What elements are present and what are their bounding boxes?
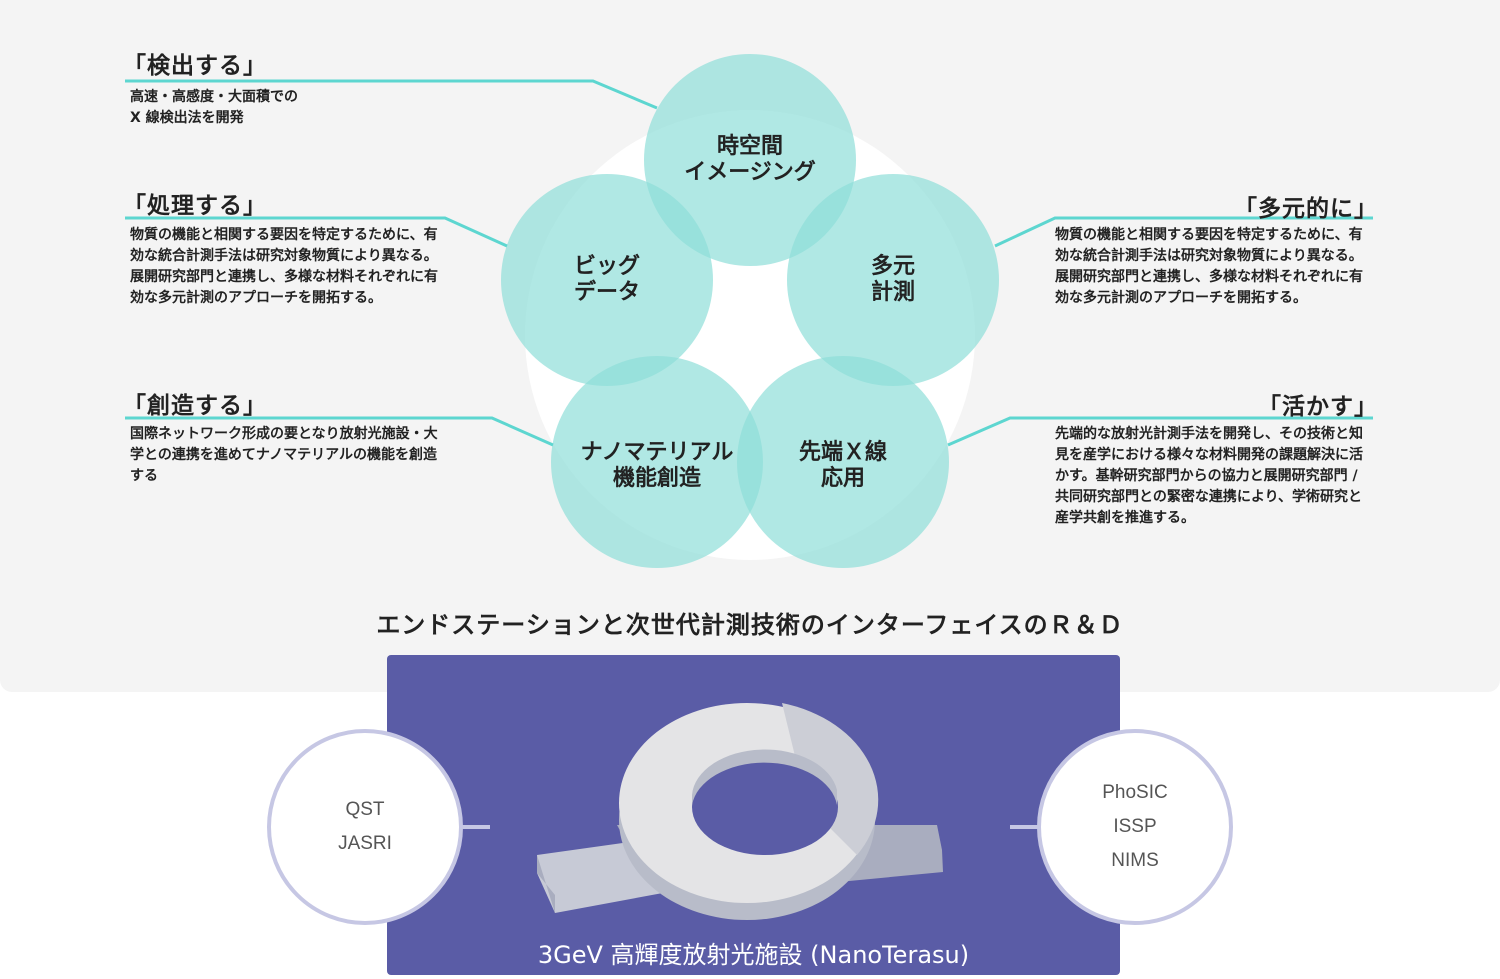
heading-process: 「処理する」 bbox=[123, 193, 267, 219]
circle-bottom-left bbox=[551, 356, 763, 568]
partner-circle-left: QST JASRI bbox=[267, 729, 463, 925]
circle-left bbox=[501, 174, 713, 386]
partner-qst: QST bbox=[345, 799, 385, 820]
text-detect: 高速・高感度・大面積での X 線検出法を開発 bbox=[130, 89, 298, 126]
circle-bottom-right bbox=[737, 356, 949, 568]
text-process: 物質の機能と相関する要因を特定するために、有効な統合計測手法は研究対象物質により… bbox=[130, 227, 438, 306]
label-multimodal-measurement: 多元 計測 bbox=[870, 254, 916, 305]
partner-phosic: PhoSIC bbox=[1102, 782, 1168, 803]
facility-panel bbox=[387, 655, 1120, 975]
label-spatiotemporal-imaging: 時空間 イメージング bbox=[684, 134, 816, 185]
heading-apply: 「活かす」 bbox=[1258, 394, 1378, 420]
connector-line bbox=[994, 216, 1373, 248]
label-nanomaterial: ナノマテリアル 機能創造 bbox=[580, 440, 734, 491]
venn-diagram bbox=[125, 54, 1373, 568]
label-big-data: ビッグ データ bbox=[573, 254, 641, 305]
text-multi: 物質の機能と相関する要因を特定するために、有効な統合計測手法は研究対象物質により… bbox=[1055, 227, 1363, 306]
connector-line bbox=[125, 79, 658, 110]
subtitle: エンドステーションと次世代計測技術のインターフェイスのＲ＆Ｄ bbox=[376, 611, 1124, 639]
label-advanced-xray: 先端Ｘ線 応用 bbox=[798, 440, 888, 491]
partner-issp: ISSP bbox=[1113, 816, 1157, 837]
text-apply: 先端的な放射光計測手法を開発し、その技術と知見を産学における様々な材料開発の課題… bbox=[1055, 426, 1363, 526]
text-create: 国際ネットワーク形成の要となり放射光施設・大学との連携を進めてナノマテリアルの機… bbox=[130, 426, 438, 484]
connector-left bbox=[460, 825, 490, 829]
connector-line bbox=[125, 416, 554, 447]
connector-line bbox=[947, 416, 1373, 447]
circle-right bbox=[787, 174, 999, 386]
connector-line bbox=[125, 216, 508, 248]
circle-top bbox=[644, 54, 856, 266]
heading-detect: 「検出する」 bbox=[123, 53, 267, 79]
facility-name: 3GeV 高輝度放射光施設 (NanoTerasu) bbox=[537, 941, 970, 969]
partner-circle-right: PhoSIC ISSP NIMS bbox=[1037, 729, 1233, 925]
connector-right bbox=[1010, 825, 1040, 829]
synchrotron-illustration bbox=[537, 703, 943, 920]
partner-jasri: JASRI bbox=[338, 833, 392, 854]
partner-nims: NIMS bbox=[1111, 850, 1159, 871]
heading-create: 「創造する」 bbox=[123, 393, 267, 419]
heading-multi: 「多元的に」 bbox=[1234, 196, 1378, 222]
